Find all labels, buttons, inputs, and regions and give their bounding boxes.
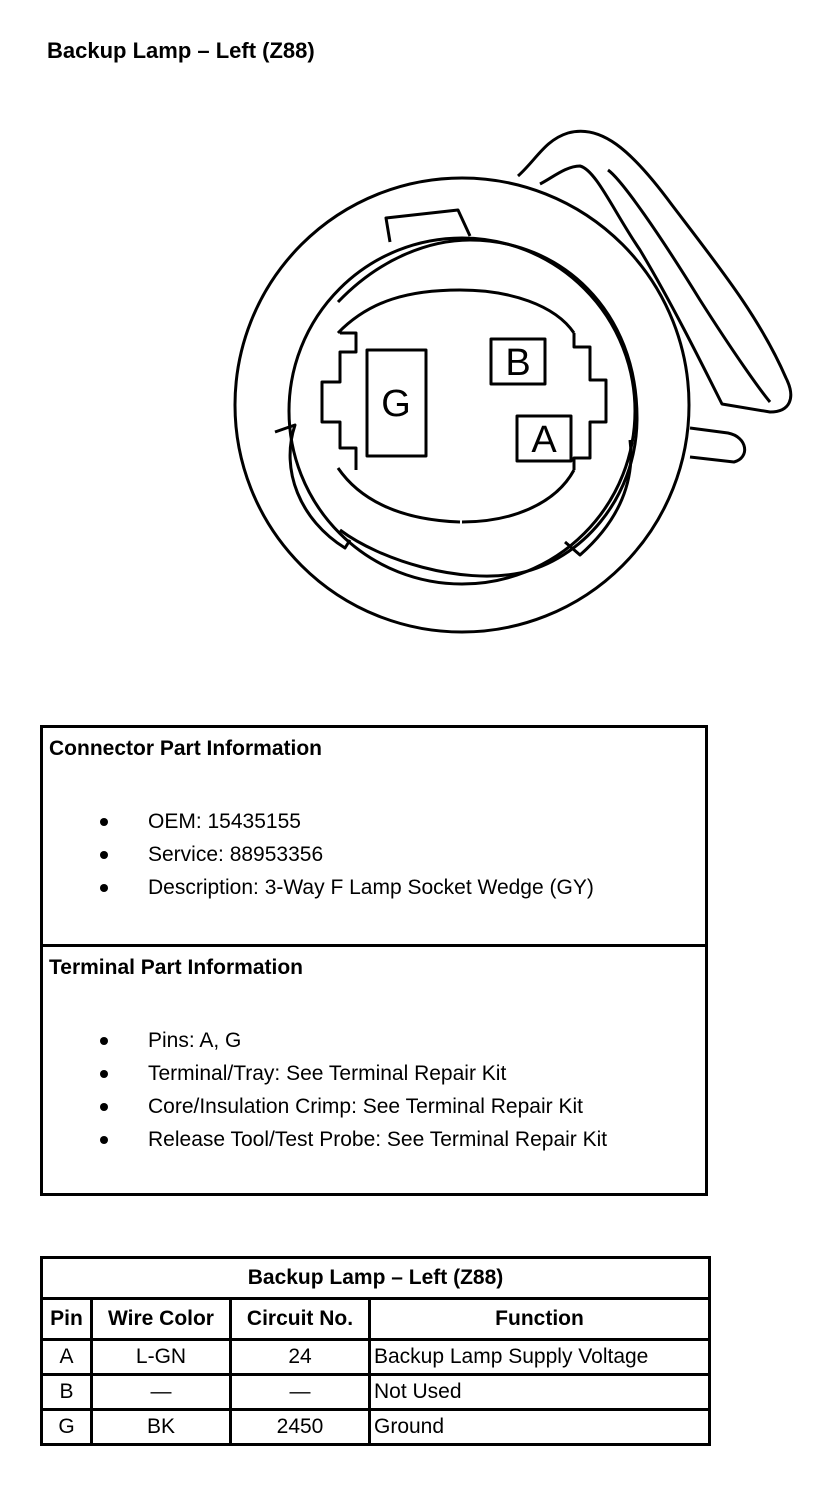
connector-lower-tab	[689, 426, 746, 464]
header-function: Function	[368, 1297, 711, 1341]
connector-latch	[517, 129, 793, 414]
pin-table-header-row: Pin Wire Color Circuit No. Function	[40, 1297, 711, 1341]
connector-part-info: Connector Part Information OEM: 15435155…	[43, 728, 705, 947]
cell-wire-color: —	[90, 1373, 232, 1411]
bullet-icon	[100, 1103, 108, 1111]
bullet-icon	[100, 1037, 108, 1045]
cell-function: Not Used	[368, 1373, 711, 1411]
cell-pin: B	[40, 1373, 93, 1411]
bullet-icon	[100, 851, 108, 859]
cavity-wall-left	[320, 331, 358, 470]
connector-face-diagram: G B A	[233, 129, 793, 634]
cavity-b	[489, 337, 547, 386]
table-row: A L-GN 24 Backup Lamp Supply Voltage	[40, 1338, 711, 1376]
cell-circuit-no: 24	[229, 1338, 371, 1376]
connector-inner-ring	[287, 236, 637, 586]
cavity-g	[365, 348, 428, 458]
cell-circuit-no: —	[229, 1373, 371, 1411]
bullet-icon	[100, 818, 108, 826]
header-circuit-no: Circuit No.	[229, 1297, 371, 1341]
bullet-icon	[100, 884, 108, 892]
cell-circuit-no: 2450	[229, 1408, 371, 1446]
cell-wire-color: BK	[90, 1408, 232, 1446]
header-pin: Pin	[40, 1297, 93, 1341]
cell-function: Backup Lamp Supply Voltage	[368, 1338, 711, 1376]
header-wire-color: Wire Color	[90, 1297, 232, 1341]
bullet-icon	[100, 1070, 108, 1078]
cavity-a	[515, 414, 573, 463]
pin-table-caption: Backup Lamp – Left (Z88)	[40, 1256, 711, 1300]
pin-table: Backup Lamp – Left (Z88) Pin Wire Color …	[40, 1256, 711, 1446]
cavity-label-g: G	[381, 383, 411, 425]
cell-wire-color: L-GN	[90, 1338, 232, 1376]
page-title: Backup Lamp – Left (Z88)	[47, 38, 315, 63]
cavity-label-a: A	[531, 419, 557, 461]
table-row: G BK 2450 Ground	[40, 1408, 711, 1446]
cell-function: Ground	[368, 1408, 711, 1446]
table-row: B — — Not Used	[40, 1373, 711, 1411]
cavity-label-b: B	[505, 342, 530, 384]
terminal-info-heading: Terminal Part Information	[49, 956, 303, 979]
bullet-icon	[100, 1136, 108, 1144]
part-info-box: Connector Part Information OEM: 15435155…	[40, 725, 708, 1196]
cell-pin: A	[40, 1338, 93, 1376]
cavity-wall-right	[572, 333, 608, 470]
connector-key-left	[384, 208, 472, 243]
connector-info-heading: Connector Part Information	[49, 737, 323, 760]
connector-outer-ring	[233, 176, 691, 634]
cell-pin: G	[40, 1408, 93, 1446]
